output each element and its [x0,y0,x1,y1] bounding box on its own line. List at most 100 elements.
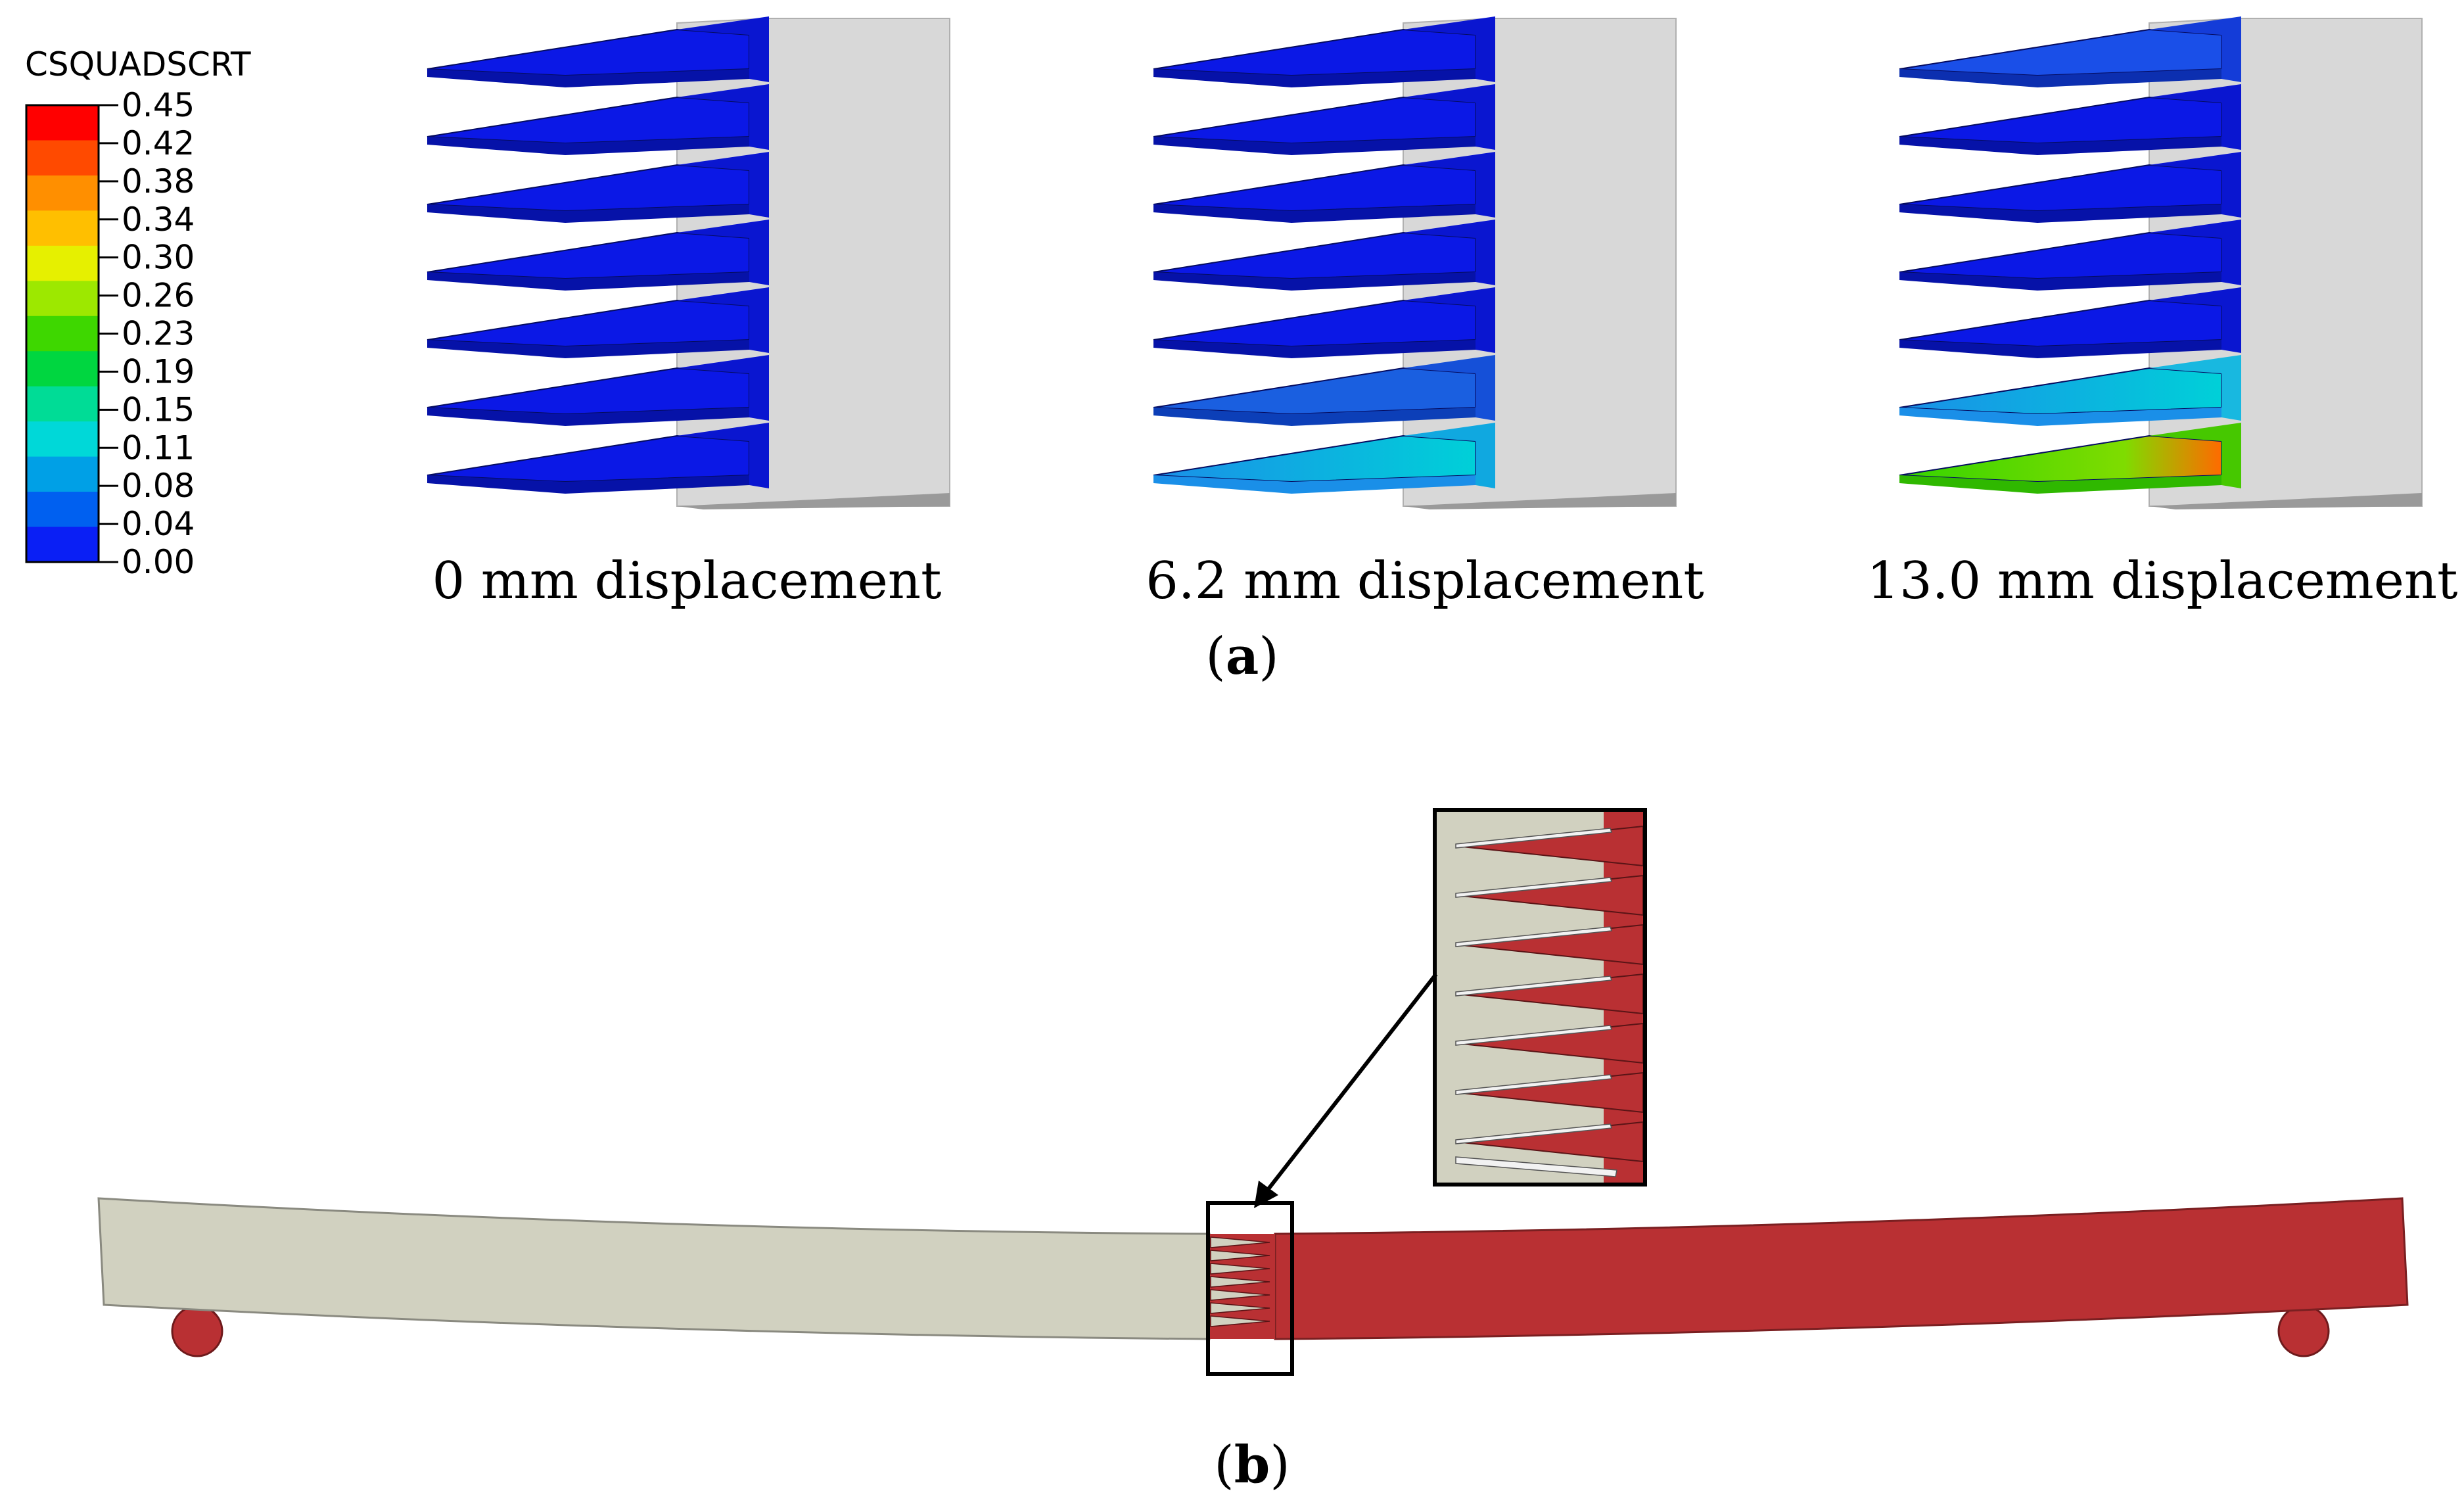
comb-tooth [427,96,750,145]
comb-tooth-root [2149,423,2241,488]
comb-tooth [1899,299,2222,348]
small-tooth [1210,1276,1270,1288]
inset-gap [1455,1123,1613,1144]
fe-view-6-2mm [1153,16,1677,509]
legend-band [26,281,99,317]
comb-tooth-edge [1899,272,2221,291]
base-plate-edge [1403,493,1676,509]
comb-tooth [1153,299,1476,348]
small-tooth [1210,1263,1270,1275]
comb-tooth-edge [1899,475,2221,494]
comb-tooth-root [2149,355,2241,421]
comb-tooth [1899,435,2222,483]
comb-tooth [1153,164,1476,212]
small-tooth [1210,1289,1270,1301]
comb-tooth-root [677,16,769,82]
inset-teeth [1455,810,1645,1185]
inset-gap [1455,1074,1613,1095]
legend-band [26,105,99,141]
panel-b-label-close: ) [1270,1436,1290,1495]
comb-tooth-edge [1153,204,1476,223]
beam-left-half [97,1197,1211,1340]
fe-view-0mm [427,16,950,509]
base-plate-edge [677,493,950,509]
legend-band [26,140,99,176]
legend-band [26,175,99,211]
comb-tooth-edge [1153,340,1476,358]
comb-tooth-root [677,423,769,488]
callout-arrow [1254,973,1438,1208]
legend-value: 0.30 [122,239,195,277]
legend-value: 0.23 [122,315,195,353]
comb-tooth-edge [427,475,749,494]
small-tooth [1210,1250,1270,1261]
comb-tooth-root [1403,287,1495,353]
joint-inset [1433,808,1647,1187]
inset-gap [1455,828,1613,849]
comb-tooth [1153,435,1476,483]
comb-tooth [427,299,750,348]
panel-b-label-open: ( [1214,1436,1234,1495]
legend-band [26,210,99,247]
legend-band [26,527,99,563]
panel-a-label: (a) [1205,626,1278,686]
joint-highlight-box [1206,1201,1294,1376]
right-support [2277,1305,2330,1357]
legend-value: 0.45 [122,86,195,124]
panel-a: 0 mm displacement 6.2 mm displacement 13… [427,16,2458,686]
legend-value: 0.00 [122,543,195,581]
caption-0mm: 0 mm displacement [432,552,942,611]
inset-gap [1455,926,1613,947]
legend-title: CSQUADSCRT [25,45,251,83]
comb-tooth-edge [1899,137,2221,155]
comb-tooth-root [677,220,769,285]
comb-tooth-root [2149,152,2241,218]
comb-tooth [427,367,750,415]
comb-tooth-edge [427,408,749,426]
comb-tooth-root [2149,16,2241,82]
comb-tooth-root [2149,220,2241,285]
comb-tooth-root [1403,16,1495,82]
legend-band [26,351,99,387]
comb-tooth-edge [427,340,749,358]
panel-a-label-close: ) [1259,627,1278,686]
comb-tooth-root [1403,355,1495,421]
comb-tooth [1153,367,1476,415]
comb-tooth-root [1403,220,1495,285]
legend-value: 0.11 [122,429,195,467]
legend-color-bands [25,104,100,563]
legend-band [26,316,99,352]
legend-value: 0.19 [122,352,195,390]
comb-tooth [427,164,750,212]
caption-6-2mm: 6.2 mm displacement [1146,552,1704,611]
legend-value: 0.34 [122,200,195,239]
comb-tooth-root [677,287,769,353]
small-tooth [1210,1236,1270,1248]
comb-tooth-edge [1899,204,2221,223]
comb-tooth-root [677,84,769,150]
comb-tooth-edge [427,272,749,291]
inset-frame [1433,808,1647,1187]
comb-tooth-edge [1153,137,1476,155]
comb-tooth [1899,96,2222,145]
panel-b: (b) [97,808,2409,1495]
left-support [171,1305,223,1357]
comb-tooth-root [1403,423,1495,488]
base-plate-edge [2149,493,2422,509]
legend-value: 0.04 [122,505,195,543]
inset-gap [1455,975,1613,997]
comb-tooth [1153,96,1476,145]
comb-tooth-edge [1153,408,1476,426]
legend-band [26,386,99,422]
fe-view-13-0mm [1899,16,2423,509]
caption-13-0mm: 13.0 mm displacement [1867,552,2457,611]
joint-teeth-small [1210,1236,1270,1327]
inset-bottom-gap [1455,1156,1617,1177]
beam-right-half [1274,1197,2409,1340]
comb-tooth [1899,367,2222,415]
comb-tooth [1899,28,2222,77]
comb-tooth-root [1403,152,1495,218]
comb-tooth-edge [427,137,749,155]
comb-tooth [1153,28,1476,77]
inset-gap [1455,1025,1613,1046]
